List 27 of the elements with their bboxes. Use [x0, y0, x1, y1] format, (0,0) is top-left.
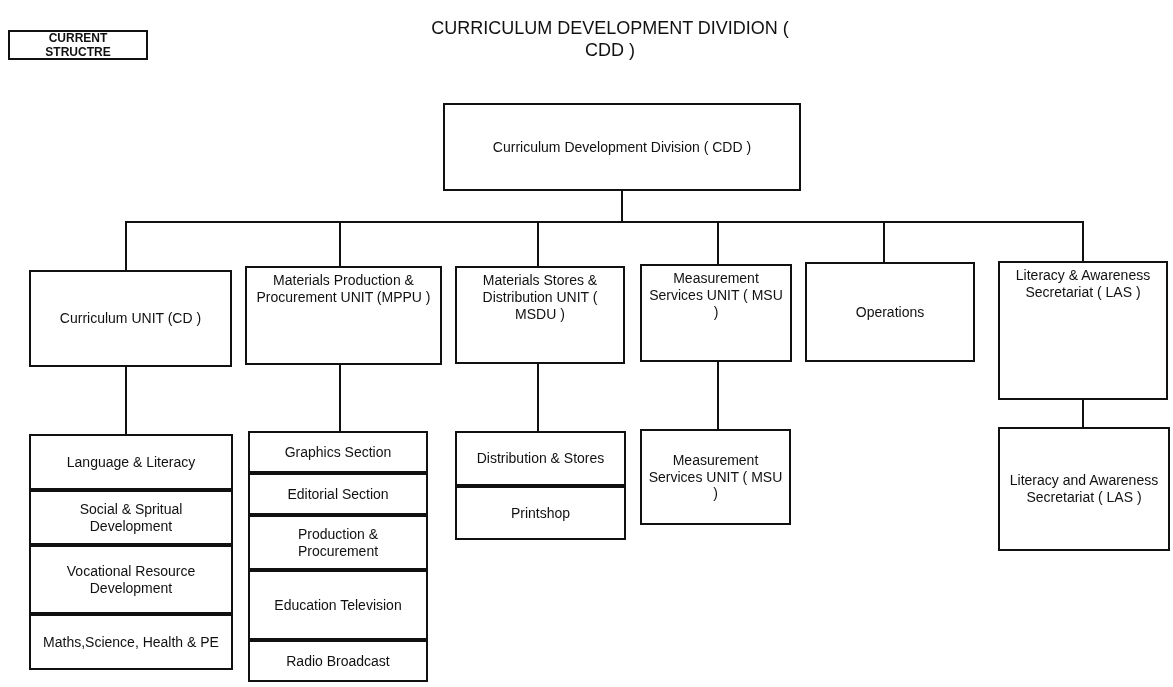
org-unit-box: Distribution & Stores	[455, 431, 626, 486]
org-unit-box: Graphics Section	[248, 431, 428, 473]
org-unit-box: Curriculum Development Division ( CDD )	[443, 103, 801, 191]
connector-line	[339, 364, 341, 432]
connector-line	[537, 363, 539, 432]
org-unit-box: Operations	[805, 262, 975, 362]
diagram-title: CURRICULUM DEVELOPMENT DIVIDION ( CDD )	[430, 18, 790, 62]
connector-line	[717, 361, 719, 430]
org-unit-box: Materials Production & Procurement UNIT (MPPU )	[245, 266, 442, 365]
org-unit-box: Maths,Science, Health & PE	[29, 614, 233, 670]
org-unit-box: Curriculum UNIT (CD )	[29, 270, 232, 367]
org-unit-box: Vocational Resource Development	[29, 545, 233, 614]
org-unit-box: Production & Procurement	[248, 515, 428, 570]
org-unit-box: Measurement Services UNIT ( MSU )	[640, 429, 791, 525]
org-unit-box: Editorial Section	[248, 473, 428, 515]
connector-line	[125, 366, 127, 435]
org-unit-box: Radio Broadcast	[248, 640, 428, 682]
org-unit-box: Social & Spritual Development	[29, 490, 233, 545]
structure-label-box: CURRENT STRUCTRE	[8, 30, 148, 60]
org-unit-box: Language & Literacy	[29, 434, 233, 490]
org-unit-box: Materials Stores & Distribution UNIT ( MSDU )	[455, 266, 625, 364]
org-unit-box: Literacy & Awareness Secretariat ( LAS )	[998, 261, 1168, 400]
org-unit-box: Literacy and Awareness Secretariat ( LAS )	[998, 427, 1170, 551]
org-unit-box: Education Television	[248, 570, 428, 640]
org-unit-box: Measurement Services UNIT ( MSU )	[640, 264, 792, 362]
org-unit-box: Printshop	[455, 486, 626, 540]
connector-line	[1082, 399, 1084, 428]
